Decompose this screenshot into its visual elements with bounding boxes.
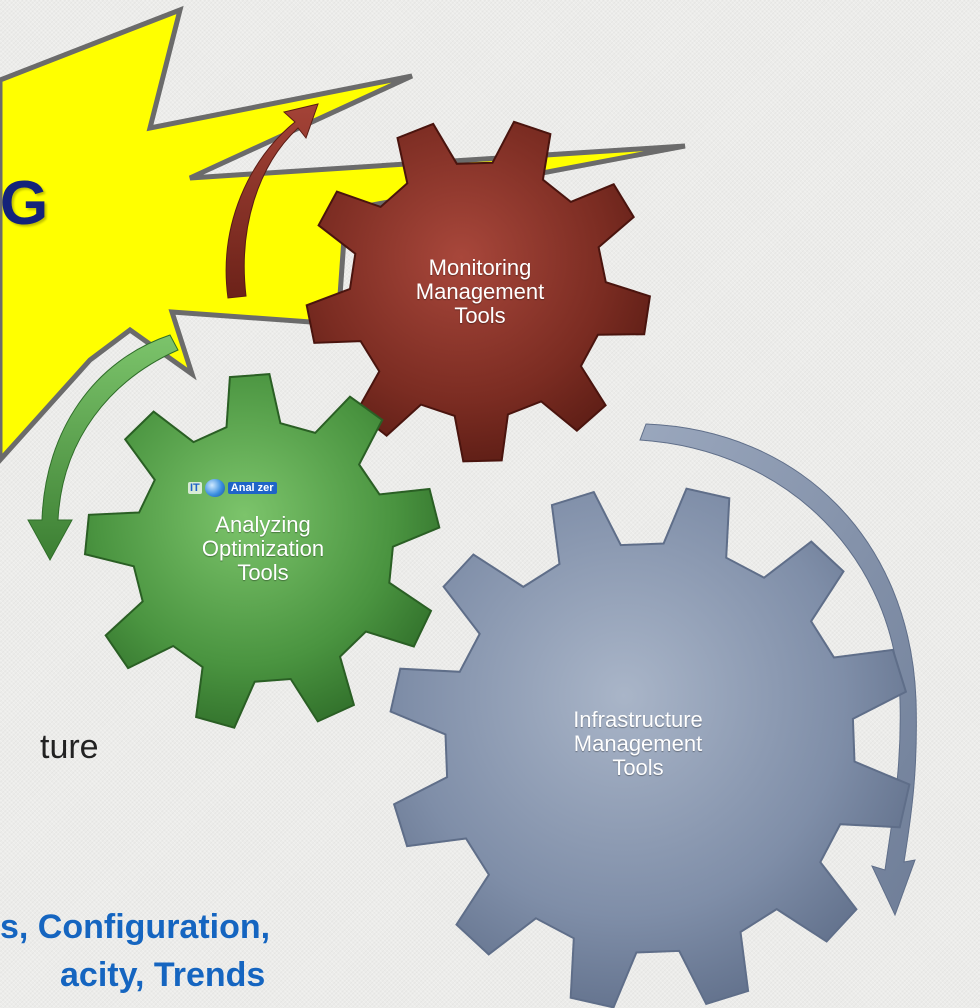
blue-text-line-2: acity, Trends [60,956,266,994]
monitoring-gear-label: Monitoring Management Tools [395,256,565,328]
infrastructure-label-line-3: Tools [612,755,664,780]
blue-text-line-1: s, Configuration, [0,908,271,946]
infrastructure-gear-label: Infrastructure Management Tools [548,708,728,780]
logo-word: Anal zer [227,482,277,494]
monitoring-label-line-1: Monitoring [428,255,532,280]
burst-text: G [0,169,49,238]
logo-it-text: IT [188,482,202,494]
analyzing-gear-label: Analyzing Optimization Tools [178,513,348,585]
monitoring-label-line-2: Management [415,279,545,304]
it-analyzer-logo: IT Anal zer [188,476,284,500]
partial-text: ture [40,728,99,766]
infrastructure-label-line-2: Management [573,731,703,756]
analyzing-label-line-1: Analyzing [215,512,311,537]
blue-cycle-arrow [639,423,917,917]
gear-infra-body [389,487,911,1008]
monitoring-label-line-3: Tools [454,303,506,328]
infrastructure-label-line-1: Infrastructure [573,707,703,732]
green-cycle-arrow [27,334,179,562]
gear-ana-body [83,373,441,729]
analyzing-gear [83,373,441,729]
red-cycle-arrow [225,103,319,299]
globe-icon [204,479,225,497]
analyzing-label-line-3: Tools [237,560,289,585]
infrastructure-gear [389,487,911,1008]
analyzing-label-line-2: Optimization [201,536,325,561]
